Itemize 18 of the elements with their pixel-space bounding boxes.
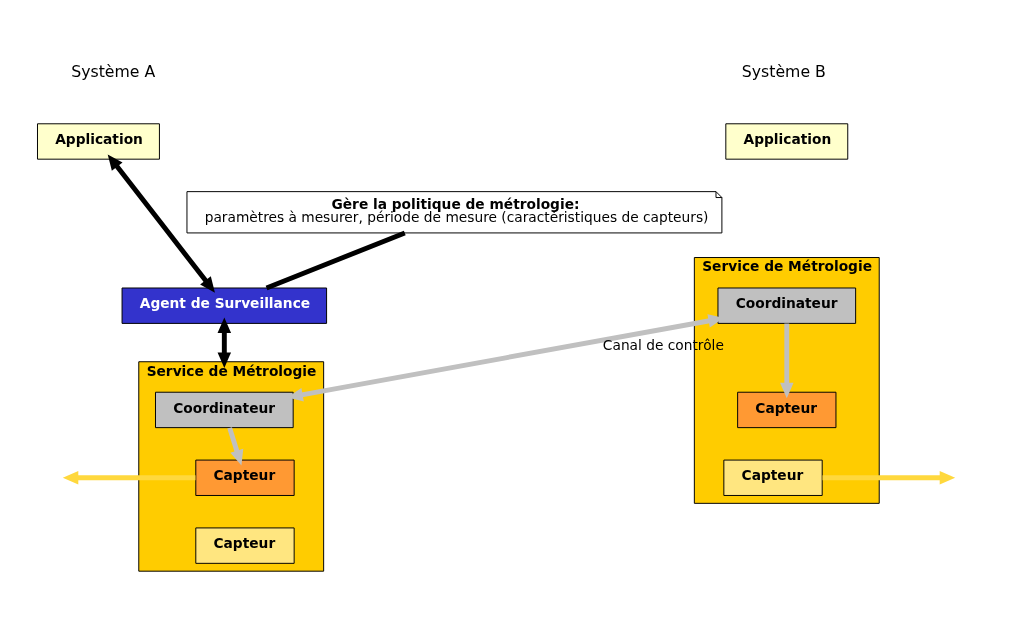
node-box: Coordinateur <box>155 391 294 429</box>
arrow <box>227 427 244 466</box>
node-box: Coordinateur <box>717 287 857 324</box>
label: Système A <box>71 62 156 82</box>
arrow <box>822 471 956 485</box>
node-box: Application <box>725 123 849 160</box>
arrow <box>107 154 215 293</box>
arrow <box>62 471 196 485</box>
arrow <box>780 323 794 399</box>
node-box: Capteur <box>195 527 295 564</box>
node-box: Agent de Surveillance <box>121 287 328 324</box>
node-box: Application <box>37 123 160 160</box>
arrow <box>217 317 232 368</box>
node-box: Capteur <box>195 459 295 496</box>
label: Système B <box>741 62 826 82</box>
node-box: Capteur <box>737 391 837 429</box>
node-box: Capteur <box>723 459 823 496</box>
connector <box>265 230 406 291</box>
